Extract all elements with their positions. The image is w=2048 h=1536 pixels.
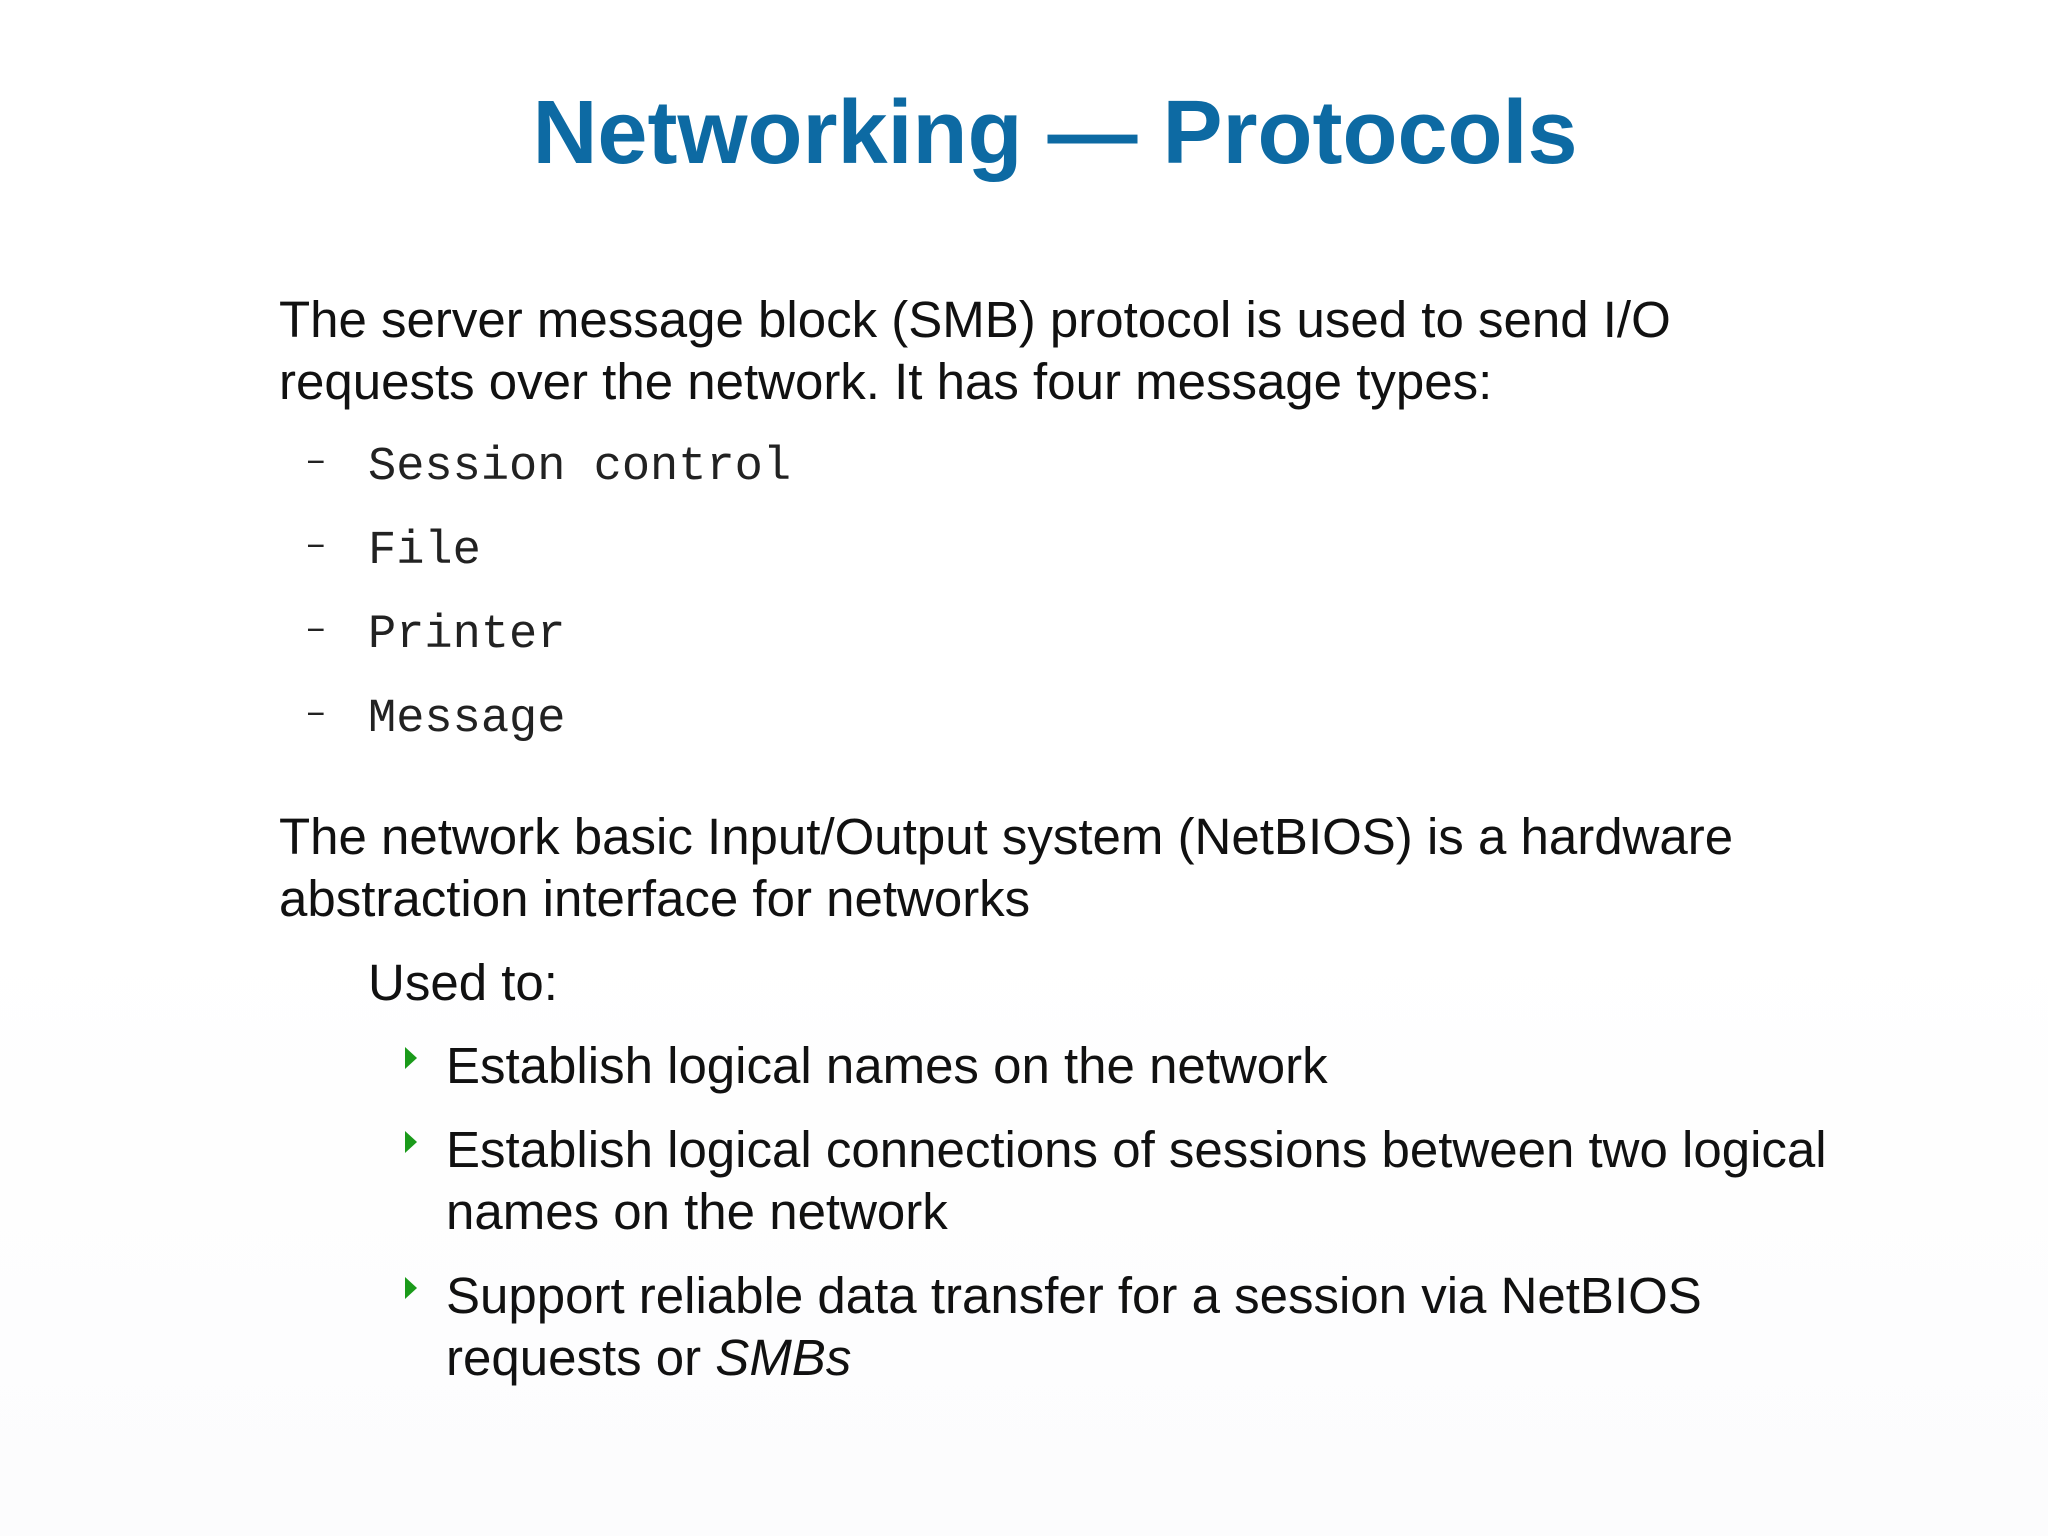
- dash-bullet-icon: –: [305, 609, 327, 650]
- use-text: Establish logical connections of session…: [446, 1121, 1827, 1240]
- dash-bullet-icon: –: [305, 441, 327, 482]
- arrow-right-icon: [405, 1047, 417, 1069]
- message-type-label: Message: [368, 693, 566, 746]
- used-to-label: Used to:: [368, 954, 558, 1011]
- list-item: Establish logical names on the network: [402, 1035, 1882, 1097]
- message-type-label: Printer: [368, 609, 566, 662]
- list-item: Support reliable data transfer for a ses…: [402, 1265, 1882, 1389]
- message-type-label: Session control: [368, 441, 792, 494]
- dash-bullet-icon: –: [305, 693, 327, 734]
- list-item: Establish logical connections of session…: [402, 1119, 1882, 1243]
- use-text-emphasis: SMBs: [715, 1329, 852, 1386]
- use-text: Establish logical names on the network: [446, 1037, 1328, 1094]
- arrow-right-icon: [405, 1131, 417, 1153]
- slide-title: Networking — Protocols: [532, 83, 1578, 183]
- smb-paragraph: The server message block (SMB) protocol …: [279, 291, 1671, 410]
- dash-bullet-icon: –: [305, 525, 327, 566]
- use-text: Support reliable data transfer for a ses…: [446, 1267, 1702, 1386]
- arrow-right-icon: [405, 1277, 417, 1299]
- uses-list: Establish logical names on the network E…: [402, 1035, 1882, 1411]
- netbios-paragraph: The network basic Input/Output system (N…: [279, 808, 1734, 927]
- message-type-label: File: [368, 525, 481, 578]
